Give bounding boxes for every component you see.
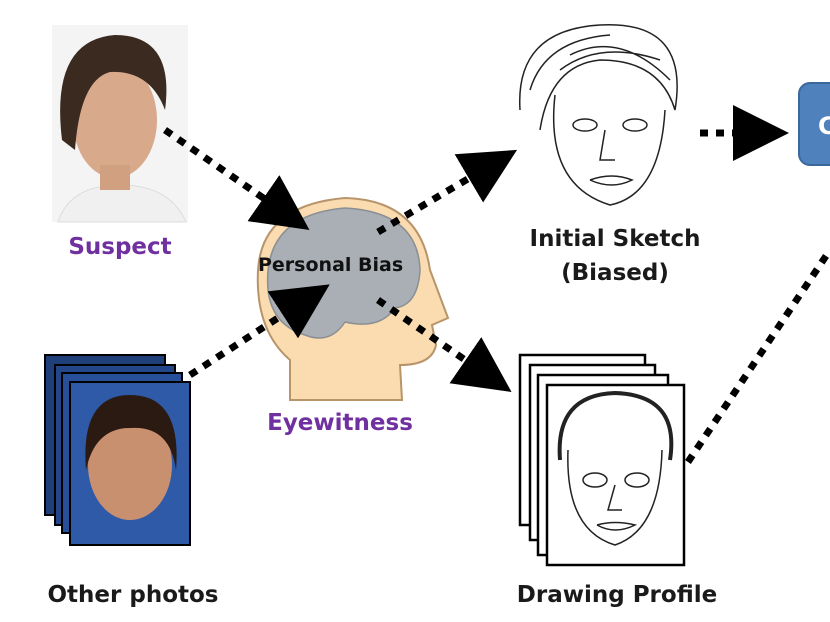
drawing-profile-stack (518, 353, 686, 567)
other-photos-label: Other photos (47, 582, 219, 608)
dotted-arrows (163, 105, 830, 464)
drawing-profile-label: Drawing Profile (516, 582, 718, 608)
other-photos-stack (44, 354, 191, 546)
eyewitness-label: Eyewitness (267, 410, 413, 436)
arrow-eyewitness-to-sketch (376, 149, 518, 236)
eyewitness-head (256, 196, 450, 401)
initial-sketch-title: Initial Sketch (529, 226, 701, 252)
suspect-photo (52, 25, 188, 223)
line-drawing-to-box (685, 248, 830, 464)
initial-sketch-subtitle: (Biased) (561, 260, 669, 286)
initial-sketch-label: Initial Sketch (Biased) (530, 222, 701, 290)
initial-sketch-face (519, 24, 678, 206)
arrow-suspect-to-eyewitness (163, 127, 310, 230)
personal-bias-label: Personal Bias (258, 254, 404, 276)
suspect-label: Suspect (68, 234, 172, 260)
next-step-box: C (798, 82, 830, 166)
